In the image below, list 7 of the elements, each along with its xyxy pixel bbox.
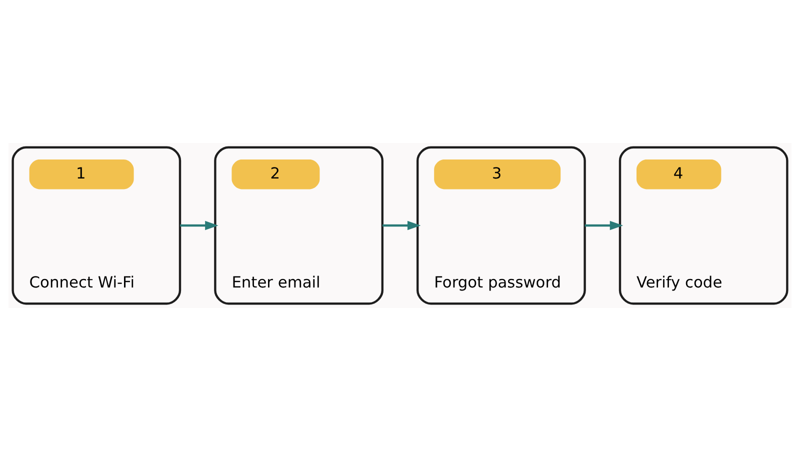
node-box: 2 Enter email (214, 146, 384, 304)
node-box: 1 Connect Wi-Fi (12, 146, 182, 304)
arrow (584, 220, 624, 230)
node-box: 3 Forgot password (416, 146, 586, 304)
node-box: 4 Verify code (618, 146, 788, 304)
arrow (180, 220, 218, 230)
arrow (382, 220, 421, 230)
